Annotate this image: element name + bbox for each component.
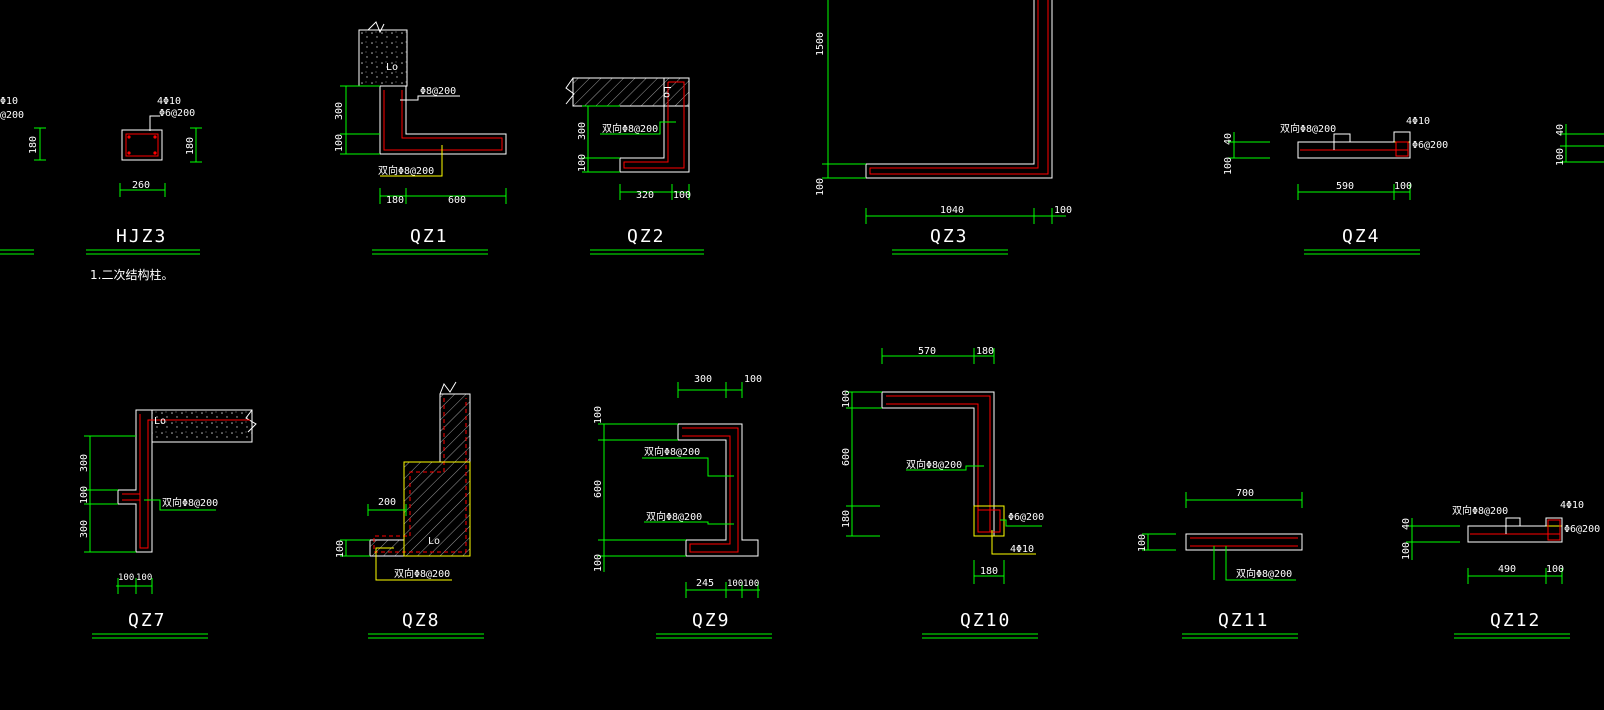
title-qz7: QZ7 — [128, 610, 167, 631]
qz11-both-label: 双向Φ8@200 — [1236, 567, 1292, 580]
qz3-100b-label: 100 — [1054, 205, 1072, 216]
qz12-40-label: 40 — [1401, 518, 1412, 530]
right-100-label: 100 — [1555, 148, 1566, 166]
qz2-300-label: 300 — [577, 122, 588, 140]
qz9-245-label: 245 — [696, 578, 714, 589]
title-qz12: QZ12 — [1490, 610, 1542, 631]
qz7-100-label: 100 — [79, 486, 90, 504]
qz12-100b-label: 100 — [1546, 564, 1564, 575]
qz10-180b-label: 180 — [841, 510, 852, 528]
qz1-100-label: 100 — [334, 134, 345, 152]
qz2-320-label: 320 — [636, 190, 654, 201]
qz9-detail: 300 100 100 600 100 双向Φ8@200 双向Φ8@200 24… — [593, 374, 772, 639]
qz12-phi6-label: Φ6@200 — [1564, 524, 1600, 535]
title-qz2: QZ2 — [627, 226, 666, 247]
qz8-100-label: 100 — [335, 540, 346, 558]
left-phi6-label: @200 — [0, 110, 24, 121]
title-hjz3: HJZ3 — [116, 226, 168, 247]
qz12-both-label: 双向Φ8@200 — [1452, 504, 1508, 517]
qz4-40-label: 40 — [1223, 133, 1234, 145]
title-qz4: QZ4 — [1342, 226, 1381, 247]
qz4-detail: 双向Φ8@200 4Φ10 Φ6@200 40 100 590 100 — [1223, 116, 1448, 255]
qz4-590-label: 590 — [1336, 181, 1354, 192]
qz4-100-label: 100 — [1223, 157, 1234, 175]
qz3-1040-label: 1040 — [940, 205, 964, 216]
left-4phi10-label: Φ10 — [0, 96, 18, 107]
qz1-phi8-label: Φ8@200 — [420, 86, 456, 97]
qz9-100a-label: 100 — [593, 406, 604, 424]
qz8-both-label: 双向Φ8@200 — [394, 567, 450, 580]
qz9-both1-label: 双向Φ8@200 — [644, 445, 700, 458]
qz11-detail: 700 100 双向Φ8@200 — [1137, 488, 1303, 639]
title-qz11: QZ11 — [1218, 610, 1270, 631]
qz7-100b-label: 100 — [136, 573, 152, 583]
qz10-180-label: 180 — [976, 346, 994, 357]
qz2-100-label: 100 — [577, 154, 588, 172]
qz12-490-label: 490 — [1498, 564, 1516, 575]
left-180-label: 180 — [28, 136, 39, 154]
qz4-100b-label: 100 — [1394, 181, 1412, 192]
qz8-detail: Lo 200 100 双向Φ8@200 — [335, 381, 484, 639]
qz3-1500-label: 1500 — [815, 32, 826, 56]
qz10-570-label: 570 — [918, 346, 936, 357]
title-qz1: QZ1 — [410, 226, 449, 247]
qz4-4phi10-label: 4Φ10 — [1406, 116, 1430, 127]
qz3-detail: 1500 100 1040 100 — [815, 0, 1072, 255]
qz1-both-label: 双向Φ8@200 — [378, 164, 434, 177]
qz12-100-label: 100 — [1401, 542, 1412, 560]
right-40-label: 40 — [1555, 124, 1566, 136]
title-qz10: QZ10 — [960, 610, 1012, 631]
qz9-100c-label: 100 — [727, 579, 743, 589]
qz9-600-label: 600 — [593, 480, 604, 498]
left-partial-detail: Φ10 @200 180 — [0, 96, 46, 255]
qz9-300-label: 300 — [694, 374, 712, 385]
right-partial-detail: 40 100 — [1555, 124, 1604, 166]
qz2-both-label: 双向Φ8@200 — [602, 122, 658, 135]
qz10-both-label: 双向Φ8@200 — [906, 458, 962, 471]
qz10-600-label: 600 — [841, 448, 852, 466]
title-qz8: QZ8 — [402, 610, 441, 631]
hjz3-4phi10-label: 4Φ10 — [157, 96, 181, 107]
hjz3-detail: 4Φ10 Φ6@200 180 260 — [86, 96, 202, 255]
qz10-phi6-label: Φ6@200 — [1008, 512, 1044, 523]
qz7-300b-label: 300 — [79, 520, 90, 538]
title-qz9: QZ9 — [692, 610, 731, 631]
qz1-180-label: 180 — [386, 195, 404, 206]
hjz3-260-label: 260 — [132, 180, 150, 191]
qz12-detail: 双向Φ8@200 4Φ10 Φ6@200 40 100 490 100 — [1401, 500, 1600, 639]
qz9-100-label: 100 — [744, 374, 762, 385]
qz1-300-label: 300 — [334, 102, 345, 120]
qz10-4phi10-label: 4Φ10 — [1010, 544, 1034, 555]
qz2-100b-label: 100 — [673, 190, 691, 201]
qz8-200-label: 200 — [378, 497, 396, 508]
qz4-both-label: 双向Φ8@200 — [1280, 122, 1336, 135]
qz7-300a-label: 300 — [79, 454, 90, 472]
title-qz3: QZ3 — [930, 226, 969, 247]
qz2-lo-label: Lo — [661, 86, 672, 98]
qz10-100-label: 100 — [841, 390, 852, 408]
qz7-100a-label: 100 — [118, 573, 134, 583]
qz9-100b-label: 100 — [593, 554, 604, 572]
qz4-phi6-label: Φ6@200 — [1412, 140, 1448, 151]
qz8-lo-label: Lo — [428, 536, 440, 547]
qz11-100-label: 100 — [1137, 534, 1148, 552]
qz2-detail: Lo 300 100 双向Φ8@200 320 100 — [565, 77, 704, 255]
qz3-100-label: 100 — [815, 178, 826, 196]
note-text: 1.二次结构柱。 — [90, 268, 174, 282]
qz1-600-label: 600 — [448, 195, 466, 206]
hjz3-phi6-label: Φ6@200 — [159, 108, 195, 119]
qz10-detail: 570 180 100 600 180 双向Φ8@200 Φ6@200 4Φ10… — [841, 346, 1044, 639]
qz7-lo-label: Lo — [154, 416, 166, 427]
qz7-detail: Lo 300 100 300 双向Φ8@200 100 100 — [79, 409, 257, 639]
qz9-both2-label: 双向Φ8@200 — [646, 510, 702, 523]
qz1-lo-label: Lo — [386, 62, 398, 73]
qz10-180c-label: 180 — [980, 566, 998, 577]
qz9-100d-label: 100 — [743, 579, 759, 589]
qz11-700-label: 700 — [1236, 488, 1254, 499]
qz7-both-label: 双向Φ8@200 — [162, 496, 218, 509]
hjz3-180-label: 180 — [185, 137, 196, 155]
qz12-4phi10-label: 4Φ10 — [1560, 500, 1584, 511]
qz1-detail: Lo Φ8@200 300 100 双向Φ8@200 180 600 — [334, 21, 507, 255]
